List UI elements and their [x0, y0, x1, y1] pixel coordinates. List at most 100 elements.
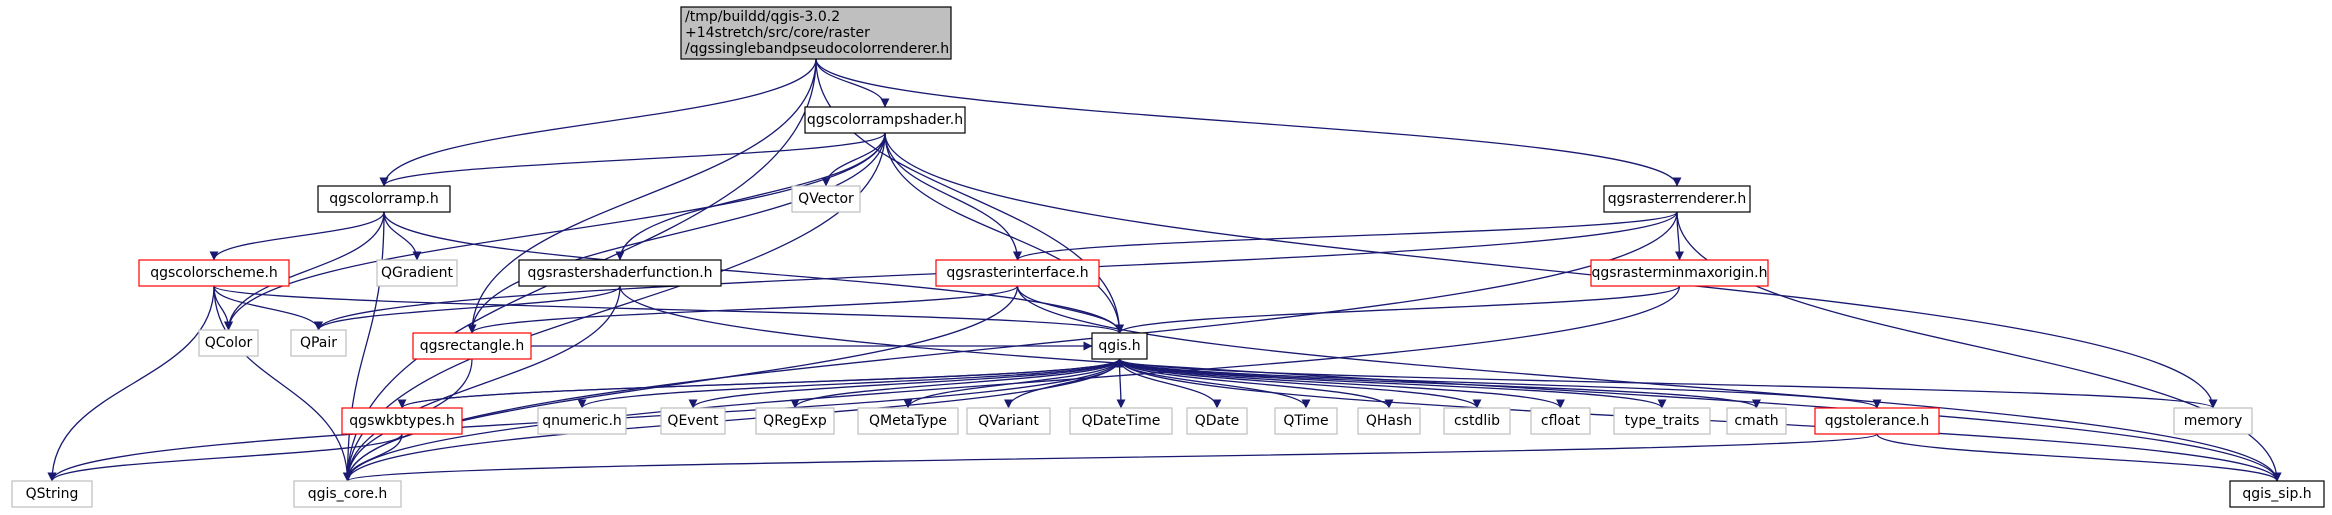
- node-label-QGradient-0: QGradient: [381, 265, 453, 281]
- edge-qgis-to-type_traits: [1118, 358, 1667, 409]
- node-label-qgis_sip-0: qgis_sip.h: [2242, 486, 2311, 502]
- node-box-QEvent: [660, 407, 726, 435]
- node-label-qgstolerance-0: qgstolerance.h: [1825, 413, 1929, 429]
- node-QEvent[interactable]: QEvent: [660, 407, 726, 435]
- node-label-QDateTime-0: QDateTime: [1082, 413, 1161, 429]
- node-QRegExp[interactable]: QRegExp: [755, 407, 835, 435]
- node-label-qgscolorscheme-0: qgscolorscheme.h: [150, 265, 278, 281]
- node-label-QColor-0: QColor: [205, 335, 253, 351]
- edge-qgis-to-QDateTime: [1116, 358, 1126, 409]
- edge-qgscolorscheme-to-qgis_core: [213, 285, 352, 482]
- node-label-memory-0: memory: [2184, 413, 2243, 429]
- node-label-qgis-0: qgis.h: [1098, 338, 1140, 354]
- edge-qgscolorrampshader-to-qgis: [884, 132, 1124, 334]
- node-qgswkbtypes[interactable]: qgswkbtypes.h: [341, 407, 463, 435]
- edge-qgswkbtypes-to-QString: [47, 433, 403, 482]
- node-root[interactable]: /tmp/buildd/qgis-3.0.2+14stretch/src/cor…: [680, 6, 952, 60]
- node-cmath[interactable]: cmath: [1726, 407, 1787, 435]
- edge-qgis-to-cstdlib: [1118, 358, 1482, 409]
- node-QDate[interactable]: QDate: [1186, 407, 1248, 435]
- node-box-qgsrasterminmaxorigin: [1590, 259, 1769, 287]
- node-box-cstdlib: [1443, 407, 1511, 435]
- node-label-cmath-0: cmath: [1734, 413, 1778, 429]
- node-qgsrasterinterface[interactable]: qgsrasterinterface.h: [935, 259, 1100, 287]
- node-qgscolorramp[interactable]: qgscolorramp.h: [317, 185, 451, 213]
- edge-qgis-to-QRegExp: [790, 358, 1121, 409]
- node-QDateTime[interactable]: QDateTime: [1069, 407, 1173, 435]
- node-qgis_core[interactable]: qgis_core.h: [293, 480, 402, 508]
- node-label-qgsrasterminmaxorigin-0: qgsrasterminmaxorigin.h: [1592, 265, 1768, 281]
- node-cstdlib[interactable]: cstdlib: [1443, 407, 1511, 435]
- node-qgis[interactable]: qgis.h: [1091, 332, 1148, 360]
- node-qgscolorscheme[interactable]: qgscolorscheme.h: [138, 259, 290, 287]
- nodes-layer: /tmp/buildd/qgis-3.0.2+14stretch/src/cor…: [11, 6, 2325, 508]
- node-box-QHash: [1357, 407, 1421, 435]
- edge-qgscolorramp-to-QColor: [224, 211, 385, 331]
- node-QVector[interactable]: QVector: [791, 185, 861, 213]
- node-QHash[interactable]: QHash: [1357, 407, 1421, 435]
- node-qgsrasterrenderer[interactable]: qgsrasterrenderer.h: [1603, 185, 1751, 213]
- node-label-root-0: /tmp/buildd/qgis-3.0.2: [685, 9, 840, 25]
- node-box-qgscolorramp: [317, 185, 451, 213]
- edge-qgsrasterminmaxorigin-to-qgis: [1115, 285, 1681, 334]
- node-label-qgscolorramp-0: qgscolorramp.h: [329, 191, 438, 207]
- edge-qgswkbtypes-to-qgis: [401, 358, 1124, 409]
- node-box-qnumeric: [537, 407, 627, 435]
- node-box-qgis_sip: [2229, 480, 2325, 508]
- node-box-qgsrasterinterface: [935, 259, 1100, 287]
- edge-qgis-to-QEvent: [688, 358, 1121, 409]
- node-box-qgscolorscheme: [138, 259, 290, 287]
- node-qgstolerance[interactable]: qgstolerance.h: [1814, 407, 1940, 435]
- node-label-qgsrasterrenderer-0: qgsrasterrenderer.h: [1608, 191, 1747, 207]
- edge-qgscolorscheme-to-qgis: [213, 285, 1124, 334]
- node-box-root: [680, 6, 952, 60]
- node-box-QMetaType: [857, 407, 959, 435]
- node-qgis_sip[interactable]: qgis_sip.h: [2229, 480, 2325, 508]
- edge-root-to-qgscolorrampshader: [815, 58, 890, 108]
- node-label-QMetaType-0: QMetaType: [869, 413, 947, 429]
- edge-qgsrasterinterface-to-qgsrectangle: [467, 285, 1019, 334]
- node-qgsrastershaderfunction[interactable]: qgsrastershaderfunction.h: [518, 259, 722, 287]
- node-box-QRegExp: [755, 407, 835, 435]
- node-QString[interactable]: QString: [11, 480, 93, 508]
- node-label-QString-0: QString: [26, 486, 79, 502]
- edge-qgis-to-cmath: [1118, 358, 1761, 409]
- node-label-QHash-0: QHash: [1366, 413, 1412, 429]
- edge-qgstolerance-to-qgis_sip: [1876, 433, 2282, 482]
- edge-qgsrastershaderfunction-to-QPair: [314, 285, 621, 331]
- node-box-QString: [11, 480, 93, 508]
- edge-qgscolorrampshader-to-QVector: [821, 132, 886, 187]
- edge-qgis-to-QMetaType: [903, 358, 1121, 409]
- edge-qgscolorrampshader-to-qgsrectangle: [467, 132, 886, 334]
- node-box-QPair: [290, 329, 347, 357]
- node-qgsrasterminmaxorigin[interactable]: qgsrasterminmaxorigin.h: [1590, 259, 1769, 287]
- node-box-QTime: [1274, 407, 1338, 435]
- node-QVariant[interactable]: QVariant: [966, 407, 1051, 435]
- edge-root-to-qgscolorramp: [379, 58, 817, 187]
- node-qgsrectangle[interactable]: qgsrectangle.h: [412, 332, 532, 360]
- node-QPair[interactable]: QPair: [290, 329, 347, 357]
- node-type_traits[interactable]: type_traits: [1613, 407, 1711, 435]
- node-qnumeric[interactable]: qnumeric.h: [537, 407, 627, 435]
- node-QMetaType[interactable]: QMetaType: [857, 407, 959, 435]
- node-memory[interactable]: memory: [2173, 407, 2253, 435]
- node-label-qgscolorrampshader-0: qgscolorrampshader.h: [807, 112, 963, 128]
- node-label-qgsrasterinterface-0: qgsrasterinterface.h: [946, 265, 1088, 281]
- node-label-QPair-0: QPair: [300, 335, 337, 351]
- node-cfloat[interactable]: cfloat: [1530, 407, 1591, 435]
- node-label-QRegExp-0: QRegExp: [763, 413, 827, 429]
- node-qgscolorrampshader[interactable]: qgscolorrampshader.h: [804, 106, 966, 134]
- edge-qgis-to-cfloat: [1118, 358, 1565, 409]
- node-QColor[interactable]: QColor: [198, 329, 259, 357]
- edge-qgscolorscheme-to-QString: [47, 285, 215, 482]
- edge-qgis-to-qnumeric: [577, 358, 1121, 409]
- node-label-QVector-0: QVector: [798, 191, 854, 207]
- edge-qgsrasterinterface-to-qgis_core: [343, 285, 1019, 482]
- node-box-QGradient: [376, 259, 458, 287]
- node-QTime[interactable]: QTime: [1274, 407, 1338, 435]
- edge-qgscolorramp-to-qgis: [383, 211, 1124, 334]
- edge-root-to-qgsrectangle: [467, 58, 817, 334]
- node-QGradient[interactable]: QGradient: [376, 259, 458, 287]
- node-label-qnumeric-0: qnumeric.h: [542, 413, 622, 429]
